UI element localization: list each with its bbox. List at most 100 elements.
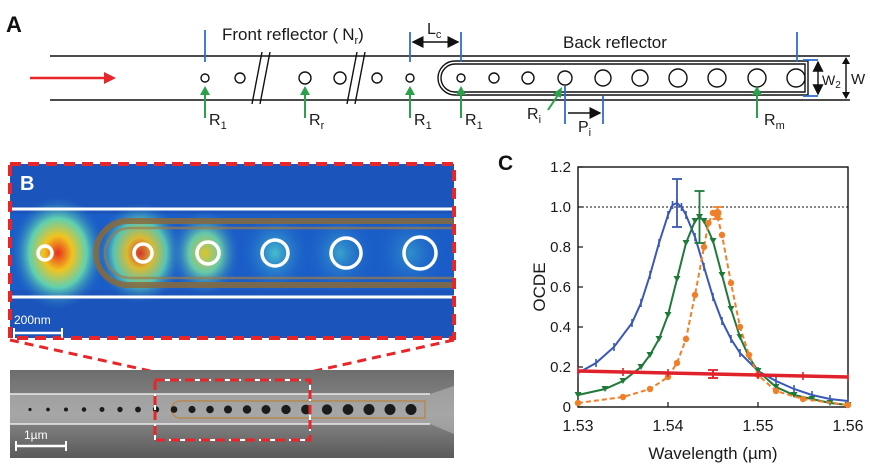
field-holes bbox=[36, 235, 438, 271]
radius-label: Rr bbox=[309, 112, 325, 132]
y-tick-label: 0.4 bbox=[550, 319, 571, 336]
data-point bbox=[736, 323, 744, 331]
data-point bbox=[700, 218, 708, 224]
front-reflector-title: Front reflector (Nr) bbox=[222, 25, 364, 47]
sem-hole bbox=[135, 406, 141, 413]
sem-hole bbox=[242, 405, 252, 414]
sem-hole bbox=[342, 404, 354, 415]
data-point bbox=[655, 336, 663, 342]
input-arrow-head bbox=[104, 72, 116, 84]
sem-hole bbox=[281, 404, 291, 415]
data-point bbox=[691, 218, 699, 224]
data-point bbox=[705, 219, 712, 227]
data-point bbox=[601, 386, 609, 392]
data-point bbox=[709, 238, 717, 244]
sem-hole bbox=[46, 407, 50, 412]
data-point bbox=[646, 352, 654, 358]
x-tick-label: 1.55 bbox=[742, 418, 773, 435]
break-marks bbox=[251, 51, 366, 105]
data-point bbox=[574, 399, 582, 407]
data-point bbox=[673, 276, 681, 282]
data-point bbox=[790, 392, 798, 398]
field-hotspot bbox=[10, 195, 106, 311]
panel-b: B 200nm 1µm bbox=[8, 162, 456, 458]
data-point bbox=[799, 395, 807, 403]
sem-zoom-frame bbox=[153, 378, 312, 442]
data-point bbox=[619, 393, 627, 401]
data-point bbox=[745, 351, 753, 359]
sem-hole bbox=[206, 405, 214, 414]
y-tick-label: 0.6 bbox=[550, 279, 571, 296]
data-point bbox=[700, 243, 708, 251]
sem-hole bbox=[170, 406, 178, 413]
data-point bbox=[682, 240, 690, 246]
zoom-line-left bbox=[9, 338, 156, 374]
data-point bbox=[772, 387, 780, 395]
lc-label: Lc bbox=[427, 21, 442, 41]
series-line bbox=[577, 201, 849, 402]
data-point bbox=[718, 231, 726, 239]
x-tick-label: 1.54 bbox=[652, 418, 683, 435]
zoom-line-right bbox=[309, 338, 455, 374]
w-label: W bbox=[851, 71, 866, 88]
back-reflector-inner bbox=[440, 63, 806, 93]
sem-hole bbox=[99, 407, 105, 412]
data-point bbox=[844, 401, 852, 409]
radius-label: Ri bbox=[527, 106, 541, 126]
data-point bbox=[574, 392, 582, 398]
sem-hole bbox=[384, 404, 396, 415]
sem-hole bbox=[188, 405, 196, 414]
y-tick-label: 0.2 bbox=[550, 359, 571, 376]
pi-label: Pi bbox=[578, 119, 591, 139]
sem-hole bbox=[301, 404, 311, 415]
data-point bbox=[673, 359, 681, 367]
data-point bbox=[646, 385, 654, 393]
blue-position-markers bbox=[204, 30, 818, 124]
sem-hole bbox=[117, 406, 123, 413]
scale-label-top: 200nm bbox=[14, 313, 51, 327]
back-reflector-holes bbox=[456, 68, 806, 88]
front-reflector-holes bbox=[200, 71, 415, 85]
radius-label: R1 bbox=[209, 112, 227, 132]
y-tick-label: 1.2 bbox=[550, 159, 571, 176]
panel-c-label: C bbox=[498, 152, 513, 175]
chart-ylabel: OCDE bbox=[530, 262, 549, 311]
data-point bbox=[664, 312, 672, 318]
data-point bbox=[637, 364, 645, 370]
field-map-frame bbox=[8, 162, 456, 340]
back-reflector-title: Back reflector bbox=[563, 33, 667, 52]
radius-markers bbox=[200, 86, 762, 118]
radius-label: R1 bbox=[465, 112, 483, 132]
sem-hole bbox=[81, 407, 87, 412]
y-tick-label: 1.0 bbox=[550, 199, 571, 216]
panel-a: A bbox=[6, 12, 866, 139]
back-reflector-outer bbox=[437, 60, 809, 96]
data-point bbox=[691, 291, 699, 299]
data-point bbox=[772, 384, 780, 390]
panel-b-label: B bbox=[20, 173, 34, 195]
chart-xlabel: Wavelength (µm) bbox=[648, 444, 777, 463]
sem-hole bbox=[28, 407, 32, 412]
chart-series bbox=[574, 178, 852, 409]
sem-hole bbox=[363, 404, 375, 415]
field-channel-outer bbox=[93, 218, 454, 288]
data-point bbox=[727, 279, 735, 287]
sem-hole bbox=[63, 407, 69, 412]
sem-hole bbox=[261, 405, 271, 414]
y-tick-label: 0 bbox=[563, 399, 571, 416]
sem-hole bbox=[405, 404, 417, 415]
data-point bbox=[718, 272, 726, 278]
sem-holes bbox=[28, 404, 417, 415]
data-point bbox=[727, 306, 735, 312]
data-point bbox=[808, 396, 816, 402]
data-point bbox=[619, 378, 627, 384]
y-tick-label: 0.8 bbox=[550, 239, 571, 256]
sem-hole bbox=[223, 405, 233, 414]
error-point bbox=[713, 209, 722, 217]
panel-a-label: A bbox=[6, 12, 22, 37]
scale-label-bottom: 1µm bbox=[24, 428, 48, 442]
